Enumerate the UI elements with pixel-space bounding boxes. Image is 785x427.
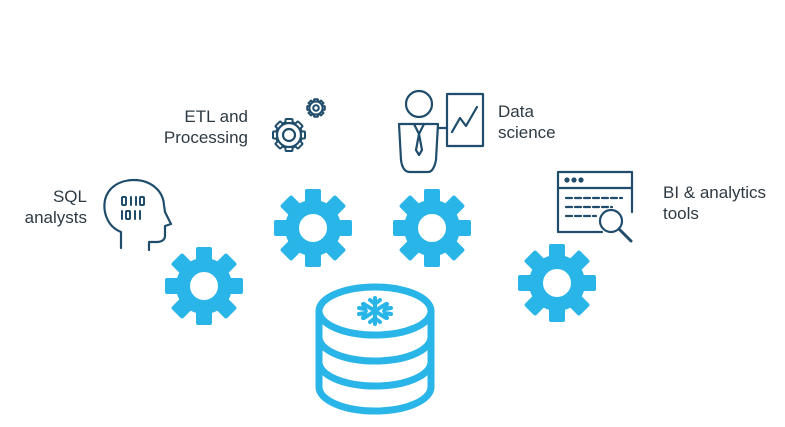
database-snowflake-icon [315, 283, 435, 415]
label-etl-processing: ETL and Processing [150, 106, 248, 148]
label-ds-line1: Data [498, 102, 534, 121]
connector-gear-icon [165, 247, 243, 325]
label-data-science: Data science [498, 101, 556, 143]
snowflake-icon [357, 296, 393, 326]
label-ds-line2: science [498, 123, 556, 142]
label-bi-line2: tools [663, 204, 699, 223]
label-bi-line1: BI & analytics [663, 183, 766, 202]
label-sql-line2: analysts [24, 208, 87, 227]
label-etl-line1: ETL and [184, 107, 248, 126]
presenter-chart-icon [397, 89, 485, 174]
label-bi-analytics: BI & analytics tools [663, 182, 766, 224]
connector-gear-icon [393, 189, 471, 267]
connector-gear-icon [274, 189, 352, 267]
label-sql-analysts: SQL analysts [15, 186, 87, 228]
head-binary-icon [103, 178, 173, 252]
label-etl-line2: Processing [163, 128, 248, 147]
connector-gear-icon [518, 244, 596, 322]
browser-magnifier-icon [556, 170, 634, 243]
etl-gears-icon [272, 98, 326, 152]
label-sql-line1: SQL [52, 187, 87, 206]
